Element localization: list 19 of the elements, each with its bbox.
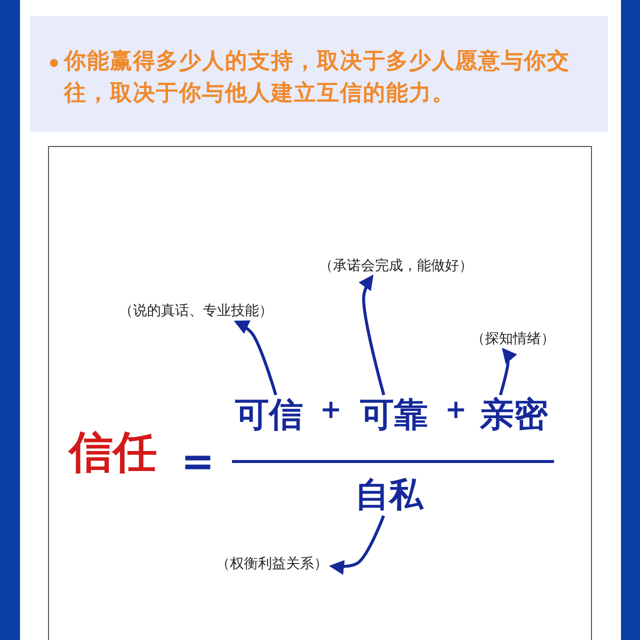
- plus-sign: +: [445, 395, 467, 425]
- formula-term: 自私: [355, 475, 423, 516]
- formula-term: 亲密: [480, 395, 548, 436]
- arrow: [498, 348, 518, 396]
- annotation-text: （权衡利益关系）: [212, 553, 332, 575]
- arrow: [329, 515, 385, 575]
- annotation-text: （承诺会完成，能做好）: [315, 255, 477, 277]
- arrow: [358, 274, 386, 396]
- formula-term: 可信: [235, 395, 303, 436]
- note-panel: [30, 16, 608, 132]
- plus-sign: +: [320, 395, 342, 425]
- formula-term: 信任: [69, 427, 157, 480]
- card-background: [48, 146, 592, 640]
- annotation-text: （说的真话、专业技能）: [115, 300, 277, 322]
- note-text: 你能赢得多少人的支持，取决于多少人愿意与你交往，取决于你与他人建立互信的能力。: [64, 48, 571, 108]
- formula-term: 可靠: [360, 395, 428, 436]
- annotation-text: （探知情绪）: [467, 328, 559, 350]
- equals-sign: =: [181, 439, 215, 485]
- arrow: [234, 320, 278, 396]
